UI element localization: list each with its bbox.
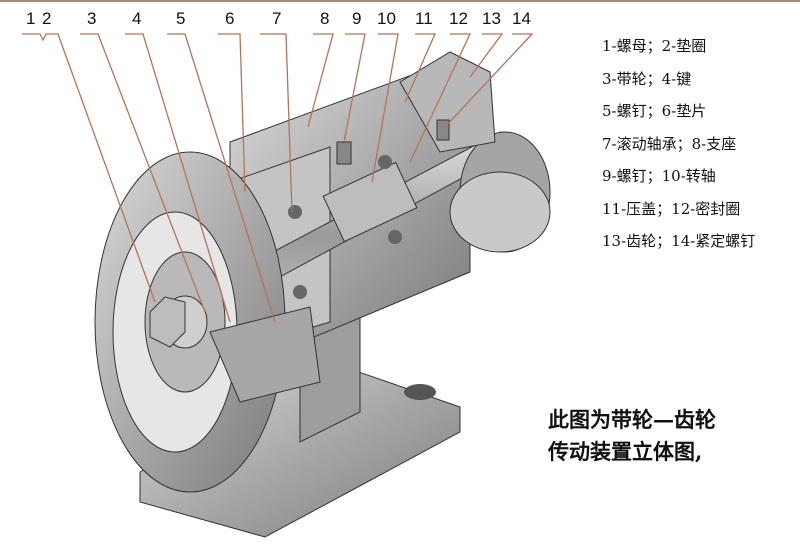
legend-item: 11-压盖；12-密封圈	[602, 199, 741, 218]
legend-item: 9-螺钉；10-转轴	[602, 167, 716, 185]
leader-14	[444, 33, 534, 128]
gear	[399, 51, 551, 253]
part-label-8: 8	[320, 9, 329, 28]
nut-and-washer	[149, 295, 208, 349]
leader-1-2	[22, 33, 156, 303]
leader-11	[404, 33, 436, 103]
caption-line-2: 传动装置立体图,	[548, 439, 703, 464]
leader-8	[307, 33, 334, 128]
screw-9	[336, 141, 352, 165]
leader-12	[409, 33, 472, 163]
part-label-6: 6	[225, 9, 234, 28]
leader-13	[469, 33, 504, 78]
part-label-10: 10	[377, 9, 396, 28]
legend-item: 5-螺钉；6-垫片	[602, 102, 707, 120]
part-label-2: 2	[42, 9, 51, 28]
legend-item: 7-滚动轴承；8-支座	[602, 134, 737, 153]
part-label-14: 14	[512, 9, 531, 28]
leader-lines	[22, 33, 534, 323]
part-label-9: 9	[352, 9, 361, 28]
legend-item: 3-带轮；4-键	[602, 69, 692, 88]
part-label-13: 13	[482, 9, 501, 28]
part-label-7: 7	[272, 9, 281, 28]
caption-line-1: 此图为带轮—齿轮	[548, 407, 716, 432]
leader-3	[80, 33, 206, 313]
legend-item: 13-齿轮；14-紧定螺钉	[602, 232, 756, 250]
leader-5	[167, 33, 276, 323]
leader-9	[343, 33, 366, 143]
part-label-12: 12	[449, 9, 468, 28]
leader-7	[260, 33, 293, 213]
set-screw-14	[436, 119, 450, 141]
part-label-11: 11	[415, 9, 433, 28]
part-label-3: 3	[87, 9, 96, 28]
part-label-4: 4	[132, 9, 141, 28]
part-label-1: 1	[26, 9, 35, 28]
leader-10	[371, 33, 399, 183]
leader-4	[125, 33, 231, 323]
caption: 此图为带轮—齿轮 传动装置立体图,	[548, 404, 716, 468]
leader-6	[218, 33, 246, 193]
part-label-5: 5	[176, 9, 185, 28]
parts-legend: 1-螺母；2-垫圈 3-带轮；4-键 5-螺钉；6-垫片 7-滚动轴承；8-支座…	[602, 36, 755, 264]
legend-item: 1-螺母；2-垫圈	[602, 37, 707, 55]
